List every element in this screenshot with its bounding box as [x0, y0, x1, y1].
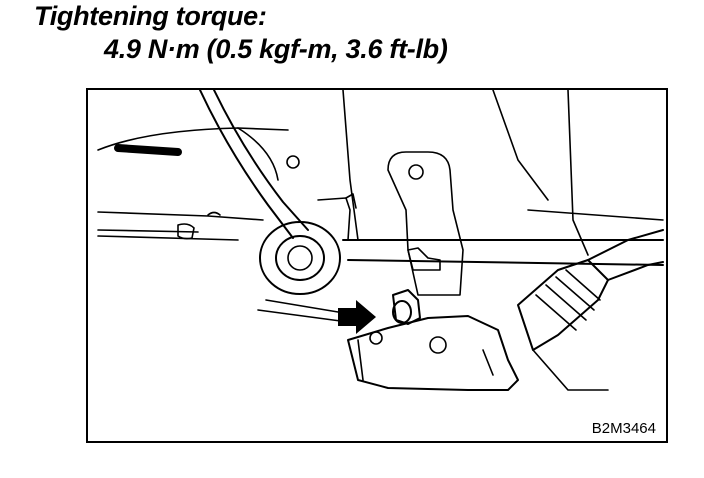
torque-spec: 4.9 N·m (0.5 kgf-m, 3.6 ft-lb)	[104, 34, 448, 64]
heading: Tightening torque:	[34, 1, 267, 31]
black-arrow-icon	[338, 300, 376, 334]
illustration: B2M3464	[86, 88, 668, 443]
figure-code: B2M3464	[589, 420, 658, 437]
engine-bracket-drawing	[97, 90, 664, 391]
